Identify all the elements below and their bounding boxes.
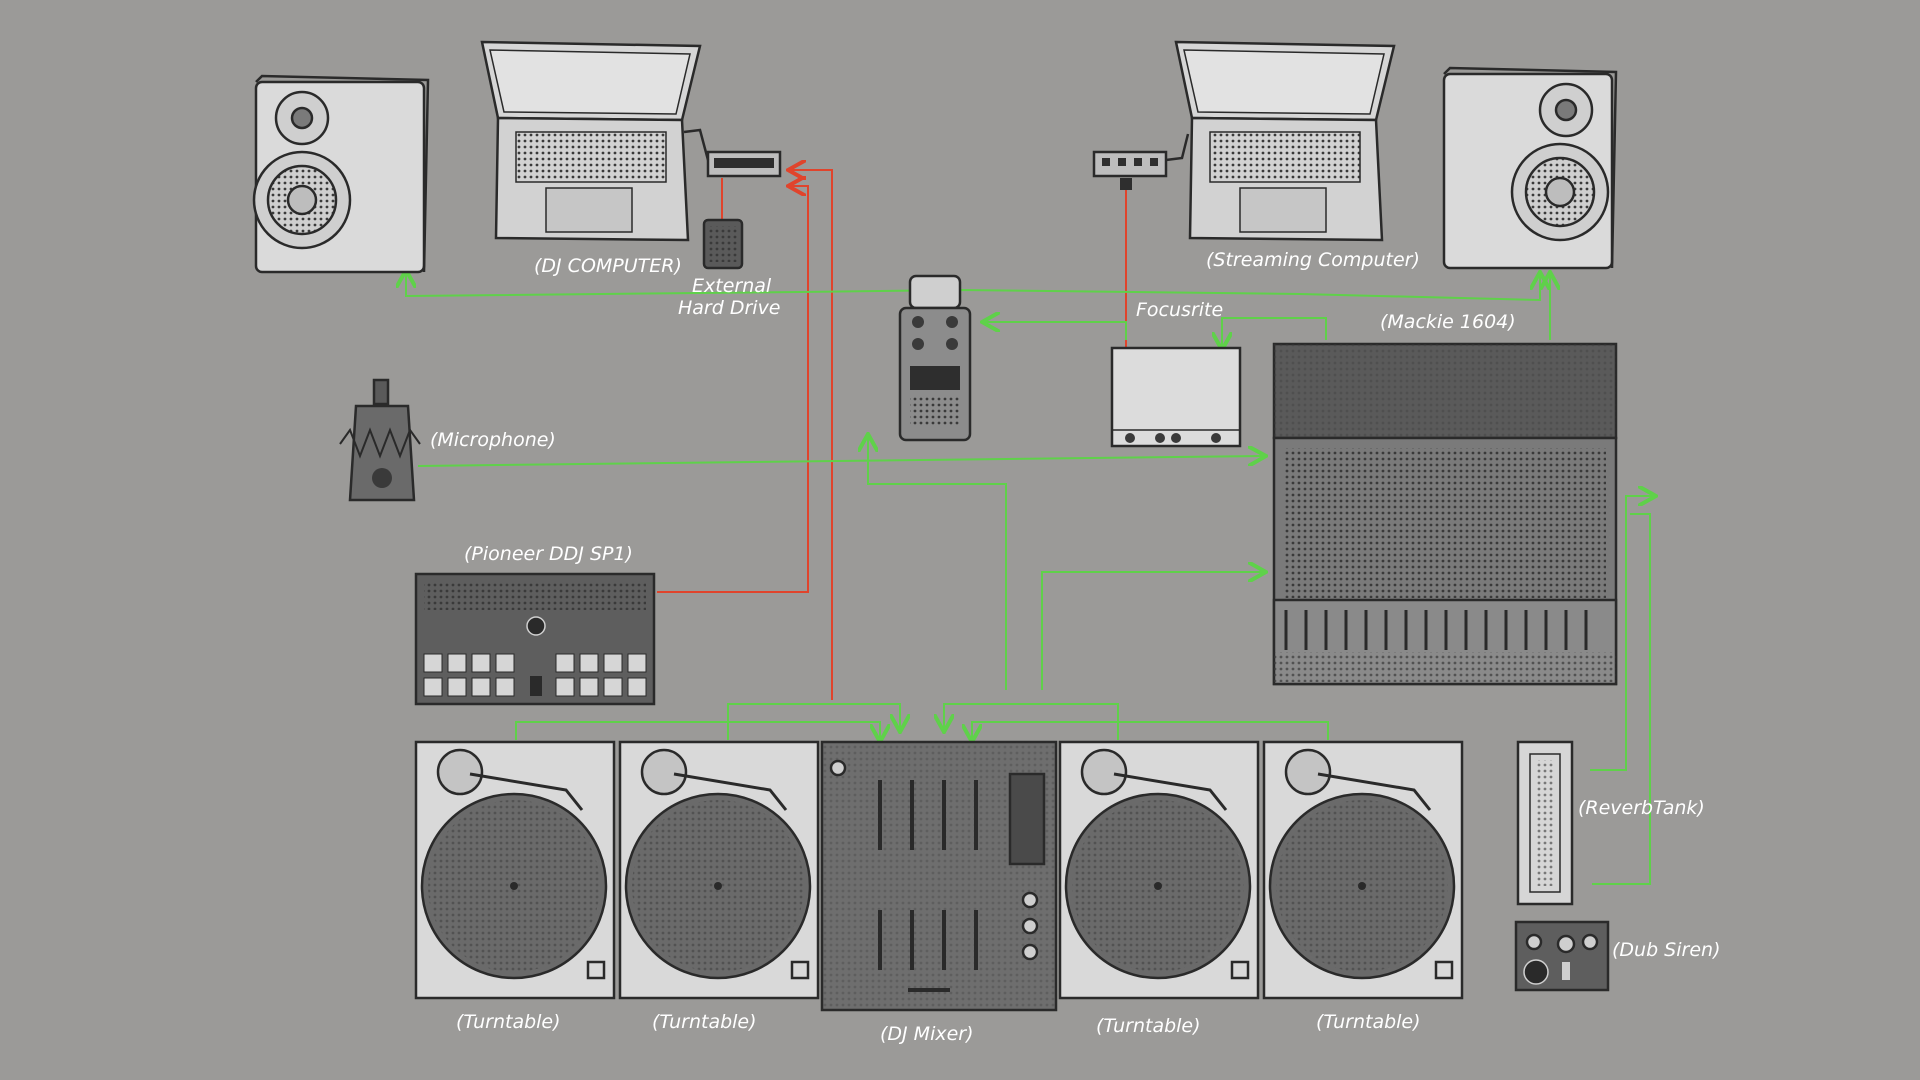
dub-siren <box>1514 920 1610 992</box>
audio-cables <box>406 272 1654 885</box>
dj-computer-laptop <box>480 40 702 242</box>
label-external-drive: External <box>692 275 772 297</box>
turntable-3 <box>1058 740 1260 1000</box>
label-turntable-2: (Turntable) <box>652 1011 757 1033</box>
external-hard-drive <box>702 218 744 270</box>
pioneer-controller <box>414 572 656 706</box>
audio-mixer-to-recorder <box>868 436 1007 690</box>
handheld-recorder <box>898 274 972 442</box>
reverb-tank <box>1516 740 1574 906</box>
label-dj-computer: (DJ COMPUTER) <box>534 255 682 277</box>
usb-cables <box>657 170 1127 700</box>
right-speaker <box>1442 66 1618 270</box>
dj-mixer <box>820 740 1058 1012</box>
left-speaker <box>252 74 430 274</box>
label-turntable-4: (Turntable) <box>1316 1011 1421 1033</box>
label-turntable-3: (Turntable) <box>1096 1015 1201 1037</box>
audio-left-speaker <box>406 272 801 298</box>
microphone <box>339 378 421 502</box>
streaming-computer-laptop <box>1174 40 1396 242</box>
audio-mixer-to-mackie <box>1041 572 1264 690</box>
label-streaming-computer: (Streaming Computer) <box>1206 249 1420 271</box>
audio-focusrite-to-recorder <box>984 322 1127 340</box>
mackie-mixer <box>1272 342 1618 686</box>
label-dub-siren: (Dub Siren) <box>1612 939 1720 961</box>
turntable-1 <box>414 740 616 1000</box>
audio-turntable-2-to-mixer <box>727 703 900 740</box>
label-microphone: (Microphone) <box>430 429 556 451</box>
label-turntable-1: (Turntable) <box>456 1011 561 1033</box>
audio-recorder-line <box>799 274 1540 302</box>
usb-cable-hub-to-mixer <box>790 170 833 700</box>
label-mackie: (Mackie 1604) <box>1380 311 1516 333</box>
turntable-4 <box>1262 740 1464 1000</box>
label-focusrite: Focusrite <box>1136 299 1223 321</box>
audio-reverb-to-mackie <box>1590 496 1654 771</box>
usb-hub-dj <box>683 128 782 178</box>
audio-mackie-to-focusrite <box>1222 317 1327 348</box>
audio-turntable-1-to-mixer <box>515 721 880 740</box>
focusrite-interface <box>1110 346 1242 448</box>
label-hard-drive: Hard Drive <box>678 297 781 319</box>
usb-hub-streaming <box>1092 133 1190 190</box>
labels: (DJ COMPUTER) External Hard Drive (Strea… <box>430 249 1720 1045</box>
audio-siren-to-mackie <box>1592 513 1651 885</box>
turntable-2 <box>618 740 820 1000</box>
usb-cable-controller-to-hub <box>657 186 809 593</box>
audio-mic-to-mackie <box>417 456 1264 467</box>
audio-turntable-4-to-mixer <box>972 721 1329 740</box>
label-dj-mixer: (DJ Mixer) <box>880 1023 974 1045</box>
label-reverb-tank: (ReverbTank) <box>1578 797 1705 819</box>
label-pioneer: (Pioneer DDJ SP1) <box>464 543 633 565</box>
